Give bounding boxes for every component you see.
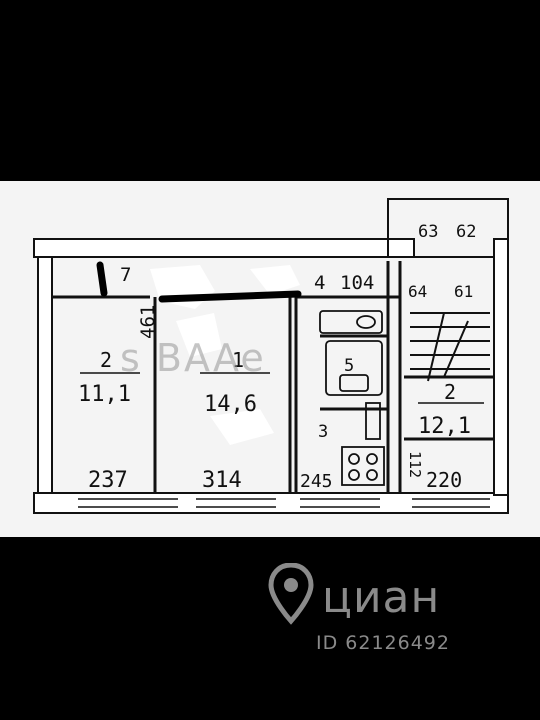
outer-wall-bottom <box>33 492 509 514</box>
room-area: 12,1 <box>418 414 471 439</box>
room-number: 1 <box>232 348 244 372</box>
dim-112: 112 <box>406 451 424 478</box>
windows-bottom <box>78 498 490 508</box>
dim-220: 220 <box>426 468 462 492</box>
dim-237: 237 <box>88 468 128 493</box>
room-area-highlight: 14,6 <box>204 392 257 417</box>
outer-wall-right <box>493 238 509 496</box>
outer-wall-left <box>37 256 53 496</box>
dim-61: 61 <box>454 282 473 301</box>
interior-walls <box>52 261 494 493</box>
room-number: 3 <box>318 422 328 442</box>
dim-245: 245 <box>300 471 333 492</box>
dim-7: 7 <box>120 264 131 286</box>
dim-104: 104 <box>340 272 374 294</box>
balcony-block <box>387 198 509 258</box>
outer-wall-top <box>33 238 415 258</box>
overlay-watermark: s BAAe <box>120 336 266 380</box>
bath-fixtures <box>319 310 383 440</box>
dim-314: 314 <box>202 468 242 493</box>
marker-strokes <box>96 261 302 303</box>
dim-64: 64 <box>408 282 427 301</box>
listing-id: ID 62126492 <box>316 632 450 654</box>
stove <box>341 446 385 486</box>
dim-63: 63 <box>418 222 438 242</box>
dim-4: 4 <box>314 272 325 294</box>
stairs <box>410 312 490 382</box>
dim-62: 62 <box>456 222 476 242</box>
room-number: 2 <box>100 348 112 372</box>
dim-461: 461 <box>137 305 159 339</box>
room-number: 2 <box>444 380 456 404</box>
location-pin-icon <box>268 563 314 625</box>
floor-plan: 7 4 104 64 61 63 62 461 237 314 245 220 … <box>0 181 540 537</box>
floor-plan-drawing: 7 4 104 64 61 63 62 461 237 314 245 220 … <box>33 198 509 514</box>
room-number: 5 <box>344 356 354 376</box>
room-area: 11,1 <box>78 382 131 407</box>
brand-watermark: циан <box>322 572 441 623</box>
area-lines <box>80 372 484 404</box>
